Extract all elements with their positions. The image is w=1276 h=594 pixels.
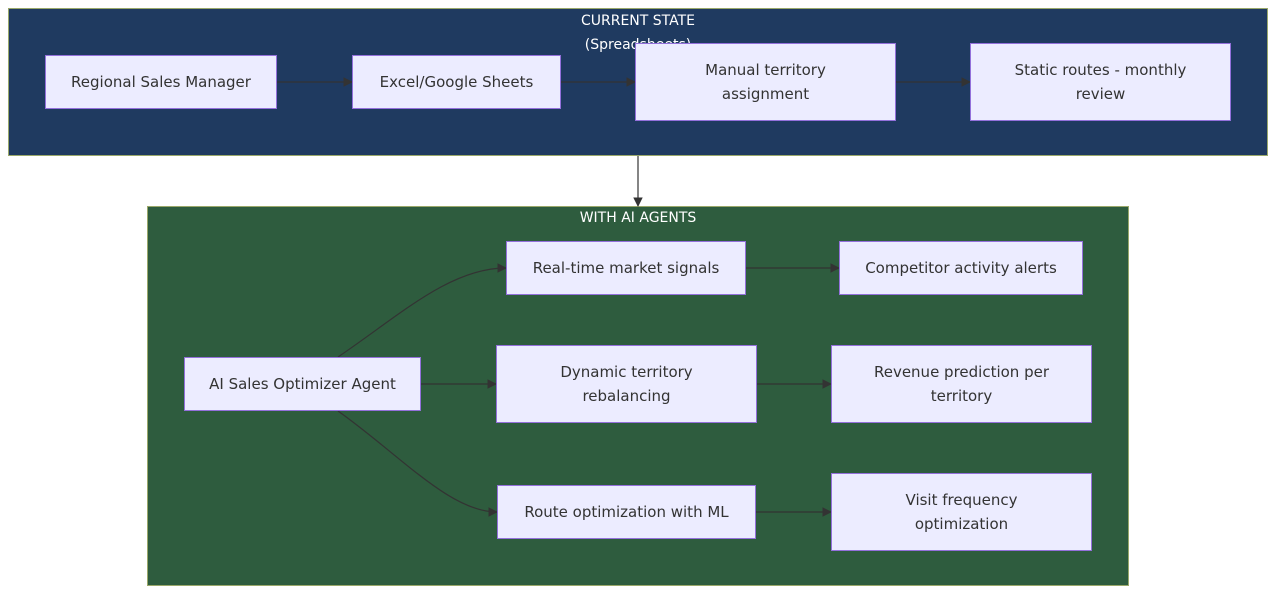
node-visit-frequency-optimization-label: Visit frequency optimization [905, 491, 1018, 533]
node-revenue-prediction: Revenue prediction per territory [831, 345, 1092, 423]
node-manual-territory-assignment-label: Manual territory assignment [705, 61, 826, 103]
cluster-current-state-title-line1: CURRENT STATE [580, 13, 696, 29]
node-route-optimization-ml: Route optimization with ML [497, 485, 756, 539]
node-ai-sales-optimizer-agent-label: AI Sales Optimizer Agent [209, 375, 396, 393]
node-static-routes: Static routes - monthly review [970, 43, 1231, 121]
node-competitor-activity-alerts: Competitor activity alerts [839, 241, 1083, 295]
node-manual-territory-assignment: Manual territory assignment [635, 43, 896, 121]
node-regional-sales-manager: Regional Sales Manager [45, 55, 277, 109]
cluster-ai-agents-title: WITH AI AGENTS [579, 210, 697, 226]
node-real-time-market-signals: Real-time market signals [506, 241, 746, 295]
node-regional-sales-manager-label: Regional Sales Manager [71, 73, 251, 91]
node-static-routes-label: Static routes - monthly review [1014, 61, 1187, 103]
edge-ai-to-market-signals [337, 263, 507, 358]
node-dynamic-territory-rebalancing: Dynamic territory rebalancing [496, 345, 757, 423]
node-route-optimization-ml-label: Route optimization with ML [524, 503, 729, 521]
node-competitor-activity-alerts-label: Competitor activity alerts [865, 259, 1057, 277]
edge-ai-to-route [337, 410, 498, 517]
node-real-time-market-signals-label: Real-time market signals [532, 259, 720, 277]
node-dynamic-territory-rebalancing-label: Dynamic territory rebalancing [560, 363, 693, 405]
node-revenue-prediction-label: Revenue prediction per territory [873, 363, 1050, 405]
node-excel-google-sheets-label: Excel/Google Sheets [379, 73, 534, 91]
node-visit-frequency-optimization: Visit frequency optimization [831, 473, 1092, 551]
node-excel-google-sheets: Excel/Google Sheets [352, 55, 561, 109]
node-ai-sales-optimizer-agent: AI Sales Optimizer Agent [184, 357, 421, 411]
